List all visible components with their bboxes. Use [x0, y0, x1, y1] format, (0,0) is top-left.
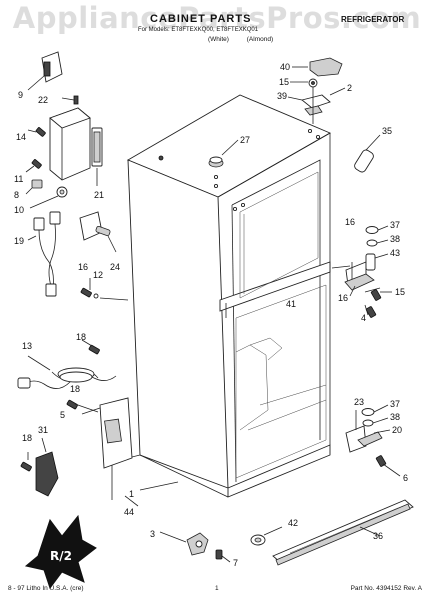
label-41: 41	[286, 299, 296, 309]
label-16-right: 16	[338, 293, 348, 303]
color-almond: (Almond)	[246, 36, 274, 43]
label-27: 27	[240, 135, 250, 145]
control-housing	[25, 95, 103, 209]
label-15-mid: 15	[395, 287, 405, 297]
label-35: 35	[382, 126, 392, 136]
label-20: 20	[392, 425, 402, 435]
label-6: 6	[403, 473, 408, 483]
refrigerator-cabinet	[126, 94, 332, 498]
diagram-title: CABINET PARTS	[150, 13, 252, 25]
watermark: AppliancePartsPros.com	[12, 1, 422, 35]
side-access-panel	[81, 397, 133, 469]
label-2: 2	[347, 83, 352, 93]
label-38-top: 38	[390, 234, 400, 244]
wire-harness	[27, 211, 61, 297]
appliance-type: REFRIGERATOR	[341, 15, 405, 24]
part-9-module	[27, 51, 63, 91]
parts-16-12	[80, 278, 129, 301]
label-18-mid: 18	[70, 384, 80, 394]
r2-logo-icon: R/2	[24, 514, 97, 590]
label-12: 12	[93, 270, 103, 280]
page-number: 1	[215, 585, 219, 592]
screws-18	[20, 339, 100, 472]
label-37-bottom: 37	[390, 399, 400, 409]
logo-text: R/2	[50, 549, 72, 563]
label-38-bottom: 38	[390, 412, 400, 422]
label-21: 21	[94, 190, 104, 200]
label-5: 5	[60, 410, 65, 420]
label-13: 13	[22, 341, 32, 351]
label-17: 16	[345, 217, 355, 227]
part-27-top-plug	[208, 139, 239, 168]
power-cord	[17, 355, 117, 389]
label-37-top: 37	[390, 220, 400, 230]
label-42: 42	[288, 518, 298, 528]
label-18-bottom: 18	[22, 433, 32, 443]
label-8: 8	[14, 190, 19, 200]
label-22: 22	[38, 95, 48, 105]
top-hinge-group	[287, 57, 346, 124]
label-15-top: 15	[279, 77, 289, 87]
label-36: 36	[373, 531, 383, 541]
color-white: (White)	[208, 36, 229, 43]
toe-grille	[250, 499, 414, 566]
center-hinge-group	[331, 225, 392, 318]
label-1: 1	[129, 489, 134, 499]
print-info: 8 - 97 Litho In U.S.A. (cre)	[8, 585, 84, 592]
label-3: 3	[150, 529, 155, 539]
label-14: 14	[16, 132, 26, 142]
part-31-cover	[35, 437, 59, 497]
part-number-labels: 40 15 2 39 35 27 16 37 38 43 15 16 41 4 …	[14, 62, 408, 568]
part-number: Part No. 4394152 Rev. A	[350, 585, 422, 592]
part-24-bracket	[79, 211, 117, 253]
label-10: 10	[14, 205, 24, 215]
label-16-left: 16	[78, 262, 88, 272]
model-numbers: For Models: ET8FTEXKQ00, ET8FTEXKQ01	[138, 27, 259, 33]
label-31: 31	[38, 425, 48, 435]
label-44: 44	[124, 507, 134, 517]
label-19: 19	[14, 236, 24, 246]
label-43: 43	[390, 248, 400, 258]
bottom-hinge-group	[345, 404, 401, 477]
label-4: 4	[361, 313, 366, 323]
part-35-door-stop	[354, 134, 381, 173]
color-variants: (White) (Almond)	[208, 36, 289, 43]
bottom-left-parts	[111, 454, 231, 563]
label-39: 39	[277, 91, 287, 101]
label-7: 7	[233, 558, 238, 568]
label-18-top: 18	[76, 332, 86, 342]
label-40: 40	[280, 62, 290, 72]
label-9: 9	[18, 90, 23, 100]
label-24: 24	[110, 262, 120, 272]
label-23: 23	[354, 397, 364, 407]
label-11: 11	[14, 174, 23, 184]
